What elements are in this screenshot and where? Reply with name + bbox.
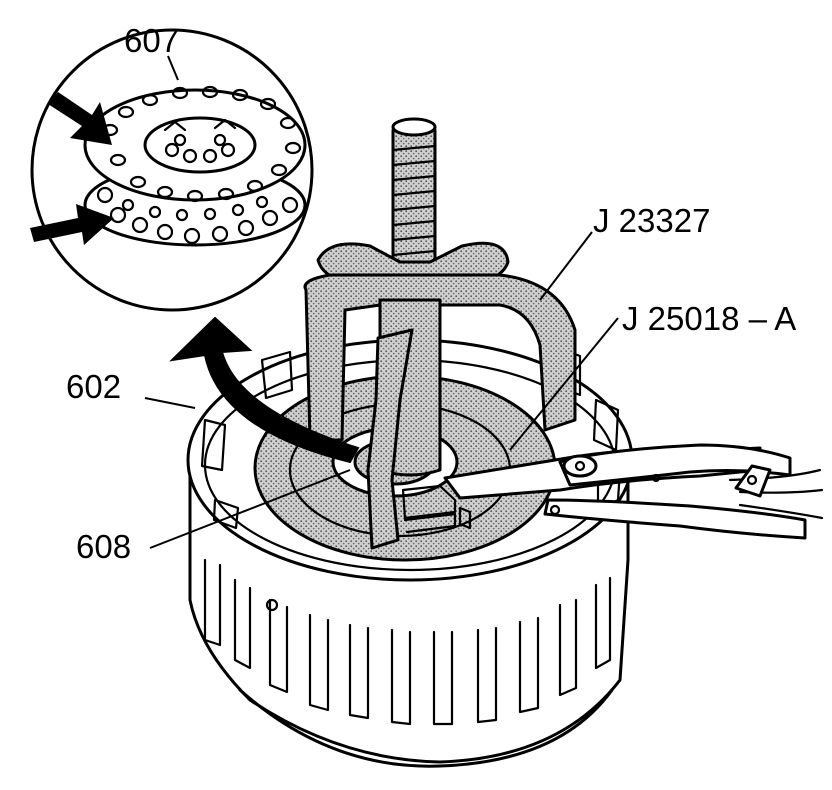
bearing-rollers (96, 186, 299, 245)
curved-arrow-icon (169, 316, 360, 464)
compressor-bridge (303, 273, 577, 442)
washer-holes (101, 85, 302, 203)
inset-detail (30, 28, 314, 312)
housing-splines (203, 558, 612, 726)
label-608: 608 (76, 528, 131, 565)
compressor-leg (366, 328, 414, 550)
label-607: 607 (124, 22, 179, 59)
tool-j25018a (443, 443, 824, 540)
label-j25018a: J 25018 – A (622, 300, 796, 337)
tool-j23327 (303, 117, 577, 550)
leader-lines (144, 55, 619, 549)
label-j23327: J 23327 (593, 202, 710, 239)
label-602: 602 (66, 368, 121, 405)
pointer-arrow-icon (30, 204, 114, 245)
pointer-arrow-icon (48, 92, 112, 145)
